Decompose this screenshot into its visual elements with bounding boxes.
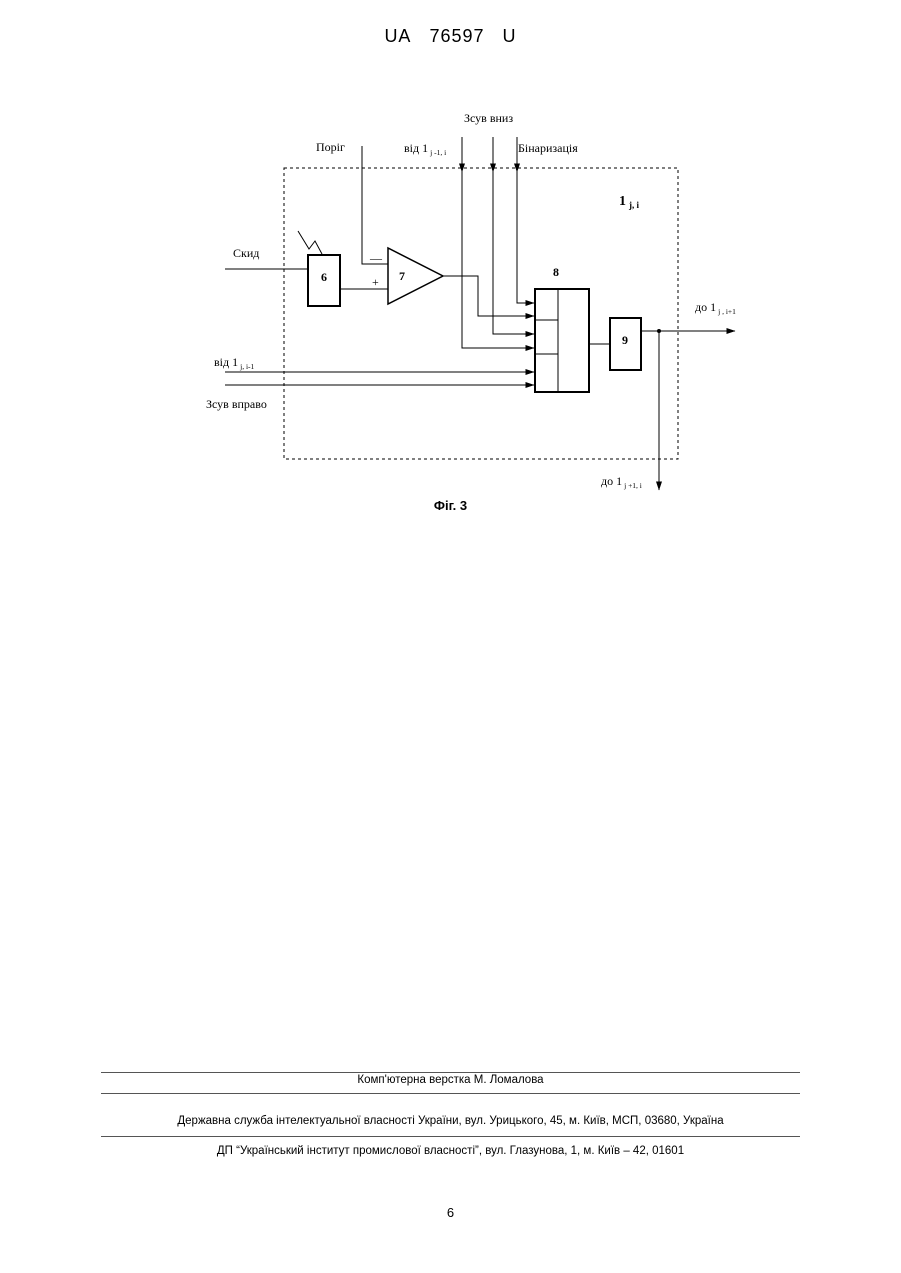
comparator-number: 7 [399, 269, 405, 283]
clock-mark [298, 231, 322, 254]
wire-shift-down-mux [493, 172, 534, 334]
footer-layout-credit: Комп'ютерна верстка М. Ломалова [0, 1074, 901, 1086]
figure-caption: Фіг. 3 [0, 498, 901, 513]
footer-rule-1 [101, 1072, 800, 1073]
wire-threshold [362, 146, 388, 264]
label-shift-right: Зсув вправо [206, 397, 267, 411]
multiplexer-number: 8 [553, 265, 559, 279]
wire-binarization-mux [517, 172, 534, 303]
cell-label: 1j, i [619, 194, 639, 210]
cell-boundary [284, 168, 678, 459]
multiplexer-block [535, 289, 589, 392]
label-reset: Скид [233, 246, 259, 260]
counter-number: 6 [321, 270, 327, 284]
footer-rule-3 [101, 1136, 800, 1137]
label-to-bottom: до 1j +1, i [601, 474, 642, 490]
label-threshold: Поріг [316, 140, 345, 154]
label-shift-down: Зсув вниз [464, 111, 513, 125]
comparator-plus: + [372, 275, 379, 289]
comparator-triangle [388, 248, 443, 304]
label-binarization: Бінаризація [518, 141, 578, 155]
footer-rule-2 [101, 1093, 800, 1094]
block-diagram: 1j, i Поріг від 1j -1, i Зсув вниз Бінар… [0, 0, 901, 520]
footer-agency: Державна служба інтелектуальної власност… [0, 1115, 901, 1127]
label-to-right: до 1j , i+1 [695, 300, 736, 316]
label-from-top: від 1j -1, i [404, 141, 446, 157]
comparator-minus: — [369, 251, 383, 265]
wire-comparator-mux [443, 276, 534, 316]
wire-from-top-mux [462, 172, 534, 348]
footer-institute: ДП “Український інститут промислової вла… [0, 1145, 901, 1157]
register-number: 9 [622, 333, 628, 347]
page-number: 6 [0, 1205, 901, 1220]
label-from-left: від 1j, i-1 [214, 355, 255, 371]
